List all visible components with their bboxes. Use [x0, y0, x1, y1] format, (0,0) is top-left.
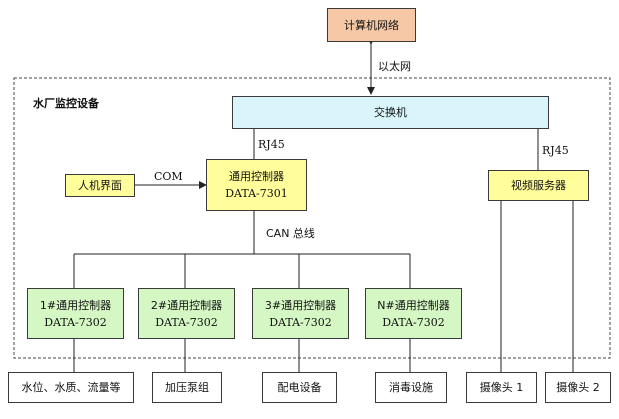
controller-1-box: 1#通用控制器 DATA-7302: [27, 288, 124, 339]
rj45-label-right: RJ45: [542, 144, 569, 157]
device-booster-pumps: 加压泵组: [152, 372, 222, 403]
controller-title: 2#通用控制器: [150, 298, 223, 312]
controller-model: DATA-7302: [155, 315, 218, 329]
main-controller-title: 通用控制器: [229, 170, 284, 183]
hmi-box: 人机界面: [65, 174, 135, 197]
device-camera-1: 摄像头 1: [466, 372, 537, 403]
device-camera-2: 摄像头 2: [545, 372, 611, 403]
plant-equipment-label: 水厂监控设备: [33, 97, 99, 110]
controller-title: 1#通用控制器: [39, 298, 112, 312]
rj45-label-left: RJ45: [258, 138, 285, 151]
controller-model: DATA-7302: [382, 315, 445, 329]
can-bus-label: CAN 总线: [266, 227, 315, 240]
plant-boundary: [13, 77, 611, 359]
computer-network-box: 计算机网络: [327, 8, 416, 42]
ethernet-label: 以太网: [378, 60, 411, 73]
controller-2-box: 2#通用控制器 DATA-7302: [138, 288, 235, 339]
controller-model: DATA-7302: [269, 315, 332, 329]
controller-model: DATA-7302: [44, 315, 107, 329]
main-controller-model: DATA-7301: [225, 187, 288, 200]
main-controller-box: 通用控制器 DATA-7301: [206, 159, 307, 211]
device-water-sensors: 水位、水质、流量等: [8, 372, 134, 403]
network-switch: 交换机: [232, 96, 549, 129]
controller-3-box: 3#通用控制器 DATA-7302: [252, 288, 349, 339]
video-server-box: 视频服务器: [488, 170, 589, 201]
controller-title: 3#通用控制器: [264, 298, 337, 312]
controller-n-box: N#通用控制器 DATA-7302: [365, 288, 462, 339]
device-power-distribution: 配电设备: [262, 372, 337, 403]
controller-title: N#通用控制器: [377, 298, 450, 312]
device-disinfection: 消毒设施: [375, 372, 447, 403]
com-label: COM: [154, 170, 183, 183]
